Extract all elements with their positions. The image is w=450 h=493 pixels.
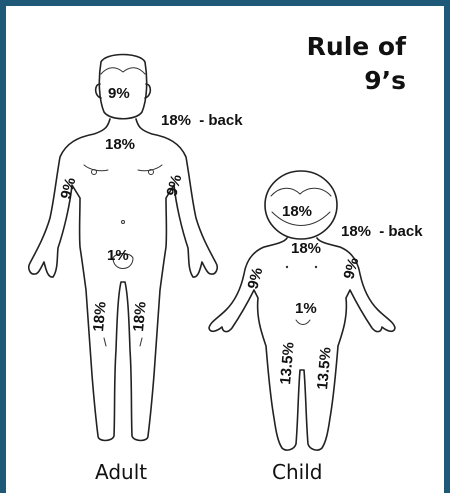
adult-head-label: 9% <box>108 85 130 102</box>
adult-right-arm-label: 9% <box>163 173 185 198</box>
adult-body-outline <box>29 119 217 441</box>
child-head-label: 18% <box>282 203 312 220</box>
child-back-label: 18% - back <box>341 223 423 240</box>
title-line-2: 9’s <box>364 68 406 93</box>
adult-left-arm-label: 9% <box>57 176 79 201</box>
title-line-1: Rule of <box>307 34 406 59</box>
child-back-suffix: - back <box>379 223 423 240</box>
adult-right-leg-label: 18% <box>130 301 150 332</box>
adult-back-label: 18% - back <box>161 112 243 129</box>
adult-left-leg-label: 18% <box>90 301 110 332</box>
child-left-leg-label: 13.5% <box>277 341 298 385</box>
adult-caption: Adult <box>95 460 147 484</box>
child-groin-label: 1% <box>295 300 317 317</box>
adult-back-value: 18% <box>161 112 191 129</box>
child-right-leg-label: 13.5% <box>314 346 335 390</box>
child-back-value: 18% <box>341 223 371 240</box>
adult-groin-label: 1% <box>107 247 129 264</box>
child-trunk-label: 18% <box>291 240 321 257</box>
child-right-arm-label: 9% <box>340 256 362 281</box>
child-body-outline <box>209 238 395 450</box>
child-caption: Child <box>272 460 322 484</box>
adult-trunk-label: 18% <box>105 136 135 153</box>
adult-back-suffix: - back <box>199 112 243 129</box>
child-left-arm-label: 9% <box>244 266 266 291</box>
